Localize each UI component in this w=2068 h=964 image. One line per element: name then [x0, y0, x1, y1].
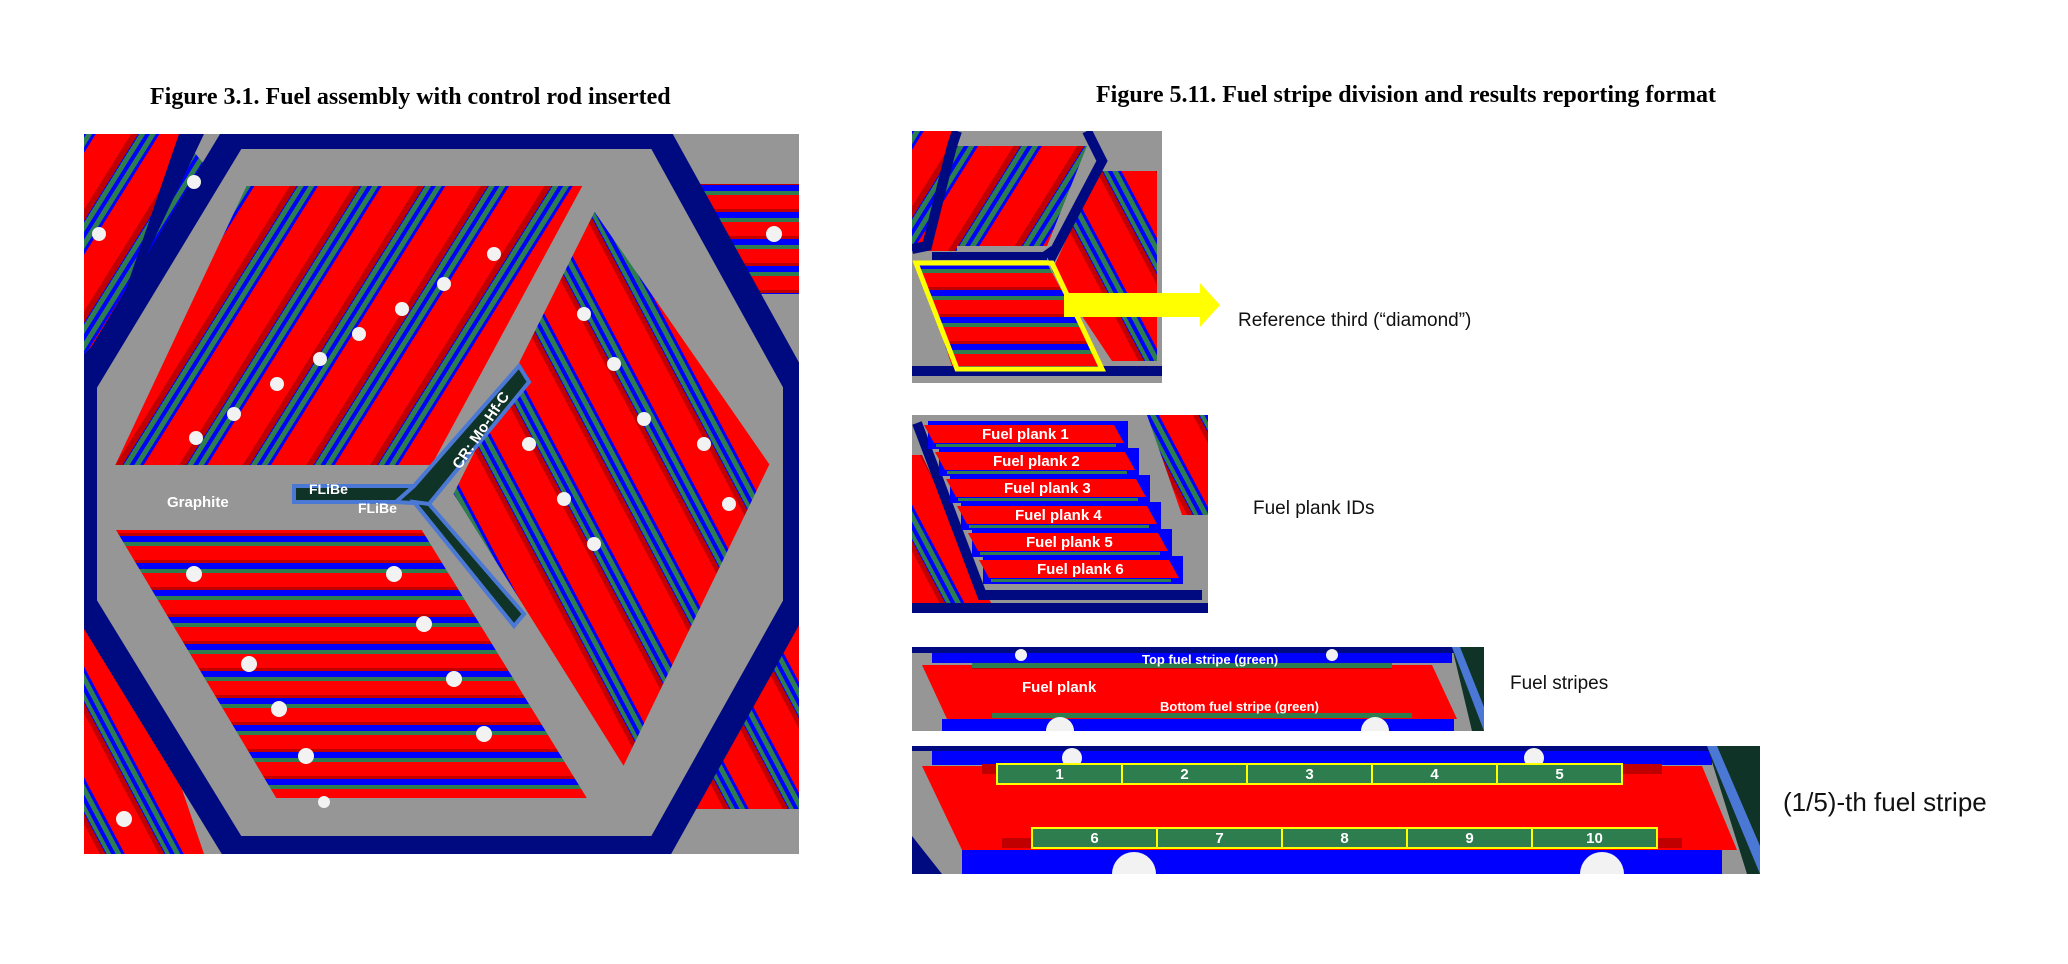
top-segment-label-2: 2 [1180, 766, 1188, 783]
top-segment-label-1: 1 [1055, 766, 1063, 783]
fifth-fuel-stripe-caption: (1/5)-th fuel stripe [1783, 787, 1987, 817]
top-segment-label-3: 3 [1305, 766, 1313, 783]
fuel-plank-2 [935, 452, 1135, 470]
top-segment-label-5: 5 [1555, 766, 1563, 783]
bottom-stripe-segments: 6 7 8 9 10 [1031, 827, 1658, 849]
panel-fuel-plank-ids: Fuel plank 1 Fuel plank 2 Fuel plank 3 Fuel… [912, 415, 1208, 613]
bottom-segment-10 [1531, 827, 1658, 849]
fuel-plank-label-4: Fuel plank 4 [1015, 507, 1102, 524]
plank-stripe-5 [980, 552, 1160, 555]
fuel-plank-3 [946, 479, 1146, 497]
top-fuel-stripe [972, 663, 1392, 668]
flibe-lower-label: FLiBe [358, 500, 397, 516]
fuel-plank-1 [924, 425, 1124, 443]
bottom-segment-label-7: 7 [1215, 830, 1223, 847]
neighbor-assembly-top-left [84, 134, 204, 364]
top-segment-label-4: 4 [1430, 766, 1439, 783]
fuel-plank-label-5: Fuel plank 5 [1026, 534, 1113, 551]
bottom-segment-label-6: 6 [1090, 830, 1098, 847]
plank-stripe-4 [969, 525, 1149, 528]
fuel-plank-5 [968, 533, 1168, 551]
spacer-markers [92, 175, 782, 827]
fuel-stripes-caption: Fuel stripes [1510, 673, 1609, 694]
reference-third-caption: Reference third (“diamond”) [1238, 310, 1472, 331]
fuel-plank-label-2: Fuel plank 2 [993, 453, 1080, 470]
top-stripe-segments: 1 2 3 4 5 [996, 763, 1623, 785]
fuel-plank-label-6: Fuel plank 6 [1037, 561, 1124, 578]
callout-arrow [1064, 283, 1220, 327]
fuel-plank-label: Fuel plank [1022, 679, 1097, 696]
bottom-fuel-stripe [992, 713, 1412, 718]
fuel-plank-4 [957, 506, 1157, 524]
fuel-plank-label-3: Fuel plank 3 [1004, 480, 1091, 497]
top-fuel-stripe-label: Top fuel stripe (green) [1142, 652, 1278, 667]
bottom-segment-label-9: 9 [1465, 830, 1473, 847]
plank-stripe-3 [958, 498, 1138, 501]
fuel-plank-ids-caption: Fuel plank IDs [1253, 498, 1375, 519]
plank-stripe-6 [991, 579, 1171, 582]
bottom-segment-label-10: 10 [1586, 830, 1603, 847]
plank-stripe-1 [936, 444, 1116, 447]
plank-rows: Fuel plank 1 Fuel plank 2 Fuel plank 3 Fuel… [924, 421, 1183, 584]
bottom-segment-label-8: 8 [1340, 830, 1348, 847]
graphite-label: Graphite [167, 494, 229, 511]
fuel-plank-label-1: Fuel plank 1 [982, 426, 1069, 443]
fuel-assembly-diagram: Graphite FLiBe FLiBe CR: Mo-Hf-C [84, 134, 799, 854]
panel-fuel-stripes: Fuel plank Top fuel stripe (green) Botto… [912, 647, 1484, 731]
top-segment-5 [1496, 763, 1623, 785]
bottom-fuel-stripe-label: Bottom fuel stripe (green) [1160, 699, 1319, 714]
plank-stripe-2 [947, 471, 1127, 474]
control-rod [292, 362, 532, 630]
figure-5-11-title: Figure 5.11. Fuel stripe division and re… [1096, 82, 1717, 108]
fuel-plank-6 [979, 560, 1179, 578]
diamond-highlight [912, 260, 1106, 372]
panel-fifth-fuel-stripe: 1 2 3 4 5 6 7 8 9 10 [912, 746, 1760, 874]
figure-3-1-title: Figure 3.1. Fuel assembly with control r… [150, 84, 671, 110]
panel-reference-diamond [912, 131, 1220, 383]
diamond-lower [101, 522, 602, 806]
flibe-upper-label: FLiBe [309, 481, 348, 497]
